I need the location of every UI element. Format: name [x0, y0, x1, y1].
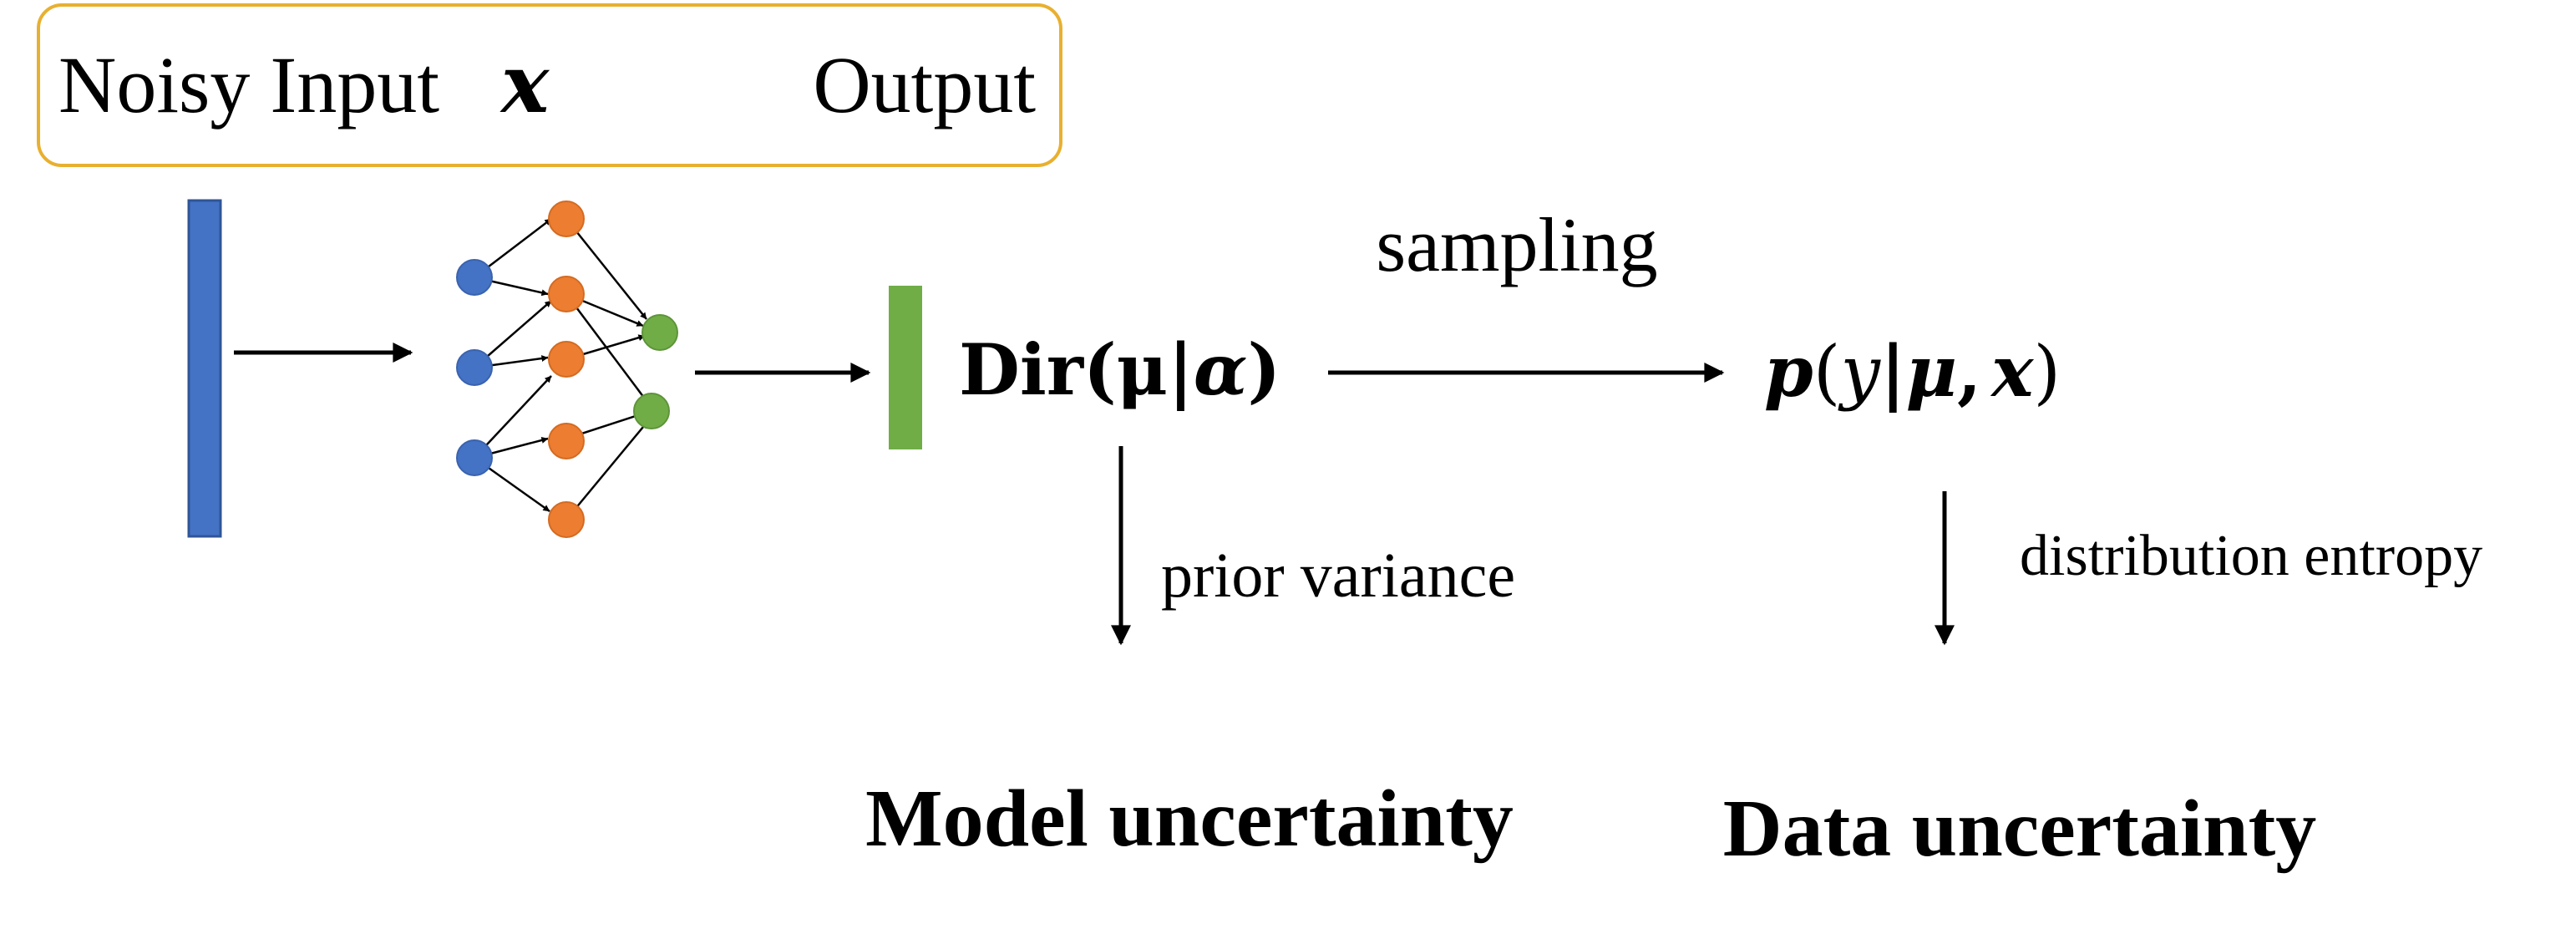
dirichlet-close: ) [1247, 328, 1280, 411]
likelihood-p: p [1764, 330, 1813, 413]
likelihood-formula: p(y|μ,x) [1764, 330, 2061, 414]
distribution-entropy-label: distribution entropy [2020, 524, 2482, 588]
dirichlet-mu: μ [1117, 328, 1168, 411]
hidden-node [548, 341, 585, 378]
likelihood-comma: , [1957, 330, 1981, 413]
input-node [456, 439, 493, 476]
legend-box: Noisy Input x Output [37, 3, 1062, 167]
input-node [456, 349, 493, 386]
dirichlet-alpha: α [1194, 328, 1248, 411]
output-node [641, 314, 678, 351]
connection [565, 421, 648, 520]
likelihood-mu: μ [1906, 330, 1957, 413]
input-node [456, 259, 493, 296]
likelihood-bar: | [1880, 330, 1906, 414]
output-nodes [633, 314, 678, 429]
likelihood-x: x [1990, 330, 2034, 413]
output-bar [889, 286, 922, 449]
hidden-node [548, 276, 585, 312]
legend-border [37, 3, 1062, 167]
model-uncertainty-label: Model uncertainty [865, 774, 1514, 864]
legend-input-label: Noisy Input [58, 40, 439, 129]
dirichlet-bar: | [1168, 328, 1194, 412]
hidden-nodes [548, 201, 585, 538]
connection [474, 375, 552, 459]
connection [565, 218, 647, 320]
data-uncertainty-label: Data uncertainty [1723, 784, 2316, 874]
sampling-label: sampling [1376, 202, 1657, 287]
hidden-node [548, 201, 585, 237]
dirichlet-func: Dir( [959, 328, 1117, 411]
legend-output-label: Output [813, 40, 1036, 129]
hidden-node [548, 423, 585, 459]
input-bar [187, 199, 222, 538]
legend-input-symbol: x [499, 37, 550, 131]
likelihood-open: ( [1813, 331, 1841, 413]
output-node [633, 393, 670, 429]
neural-network [456, 201, 678, 538]
dirichlet-formula: Dir(μ|α) [959, 328, 1280, 412]
likelihood-y: y [1838, 331, 1882, 413]
prior-variance-label: prior variance [1161, 541, 1515, 611]
input-nodes [456, 259, 493, 476]
hidden-node [548, 501, 585, 538]
likelihood-close: ) [2033, 331, 2061, 413]
